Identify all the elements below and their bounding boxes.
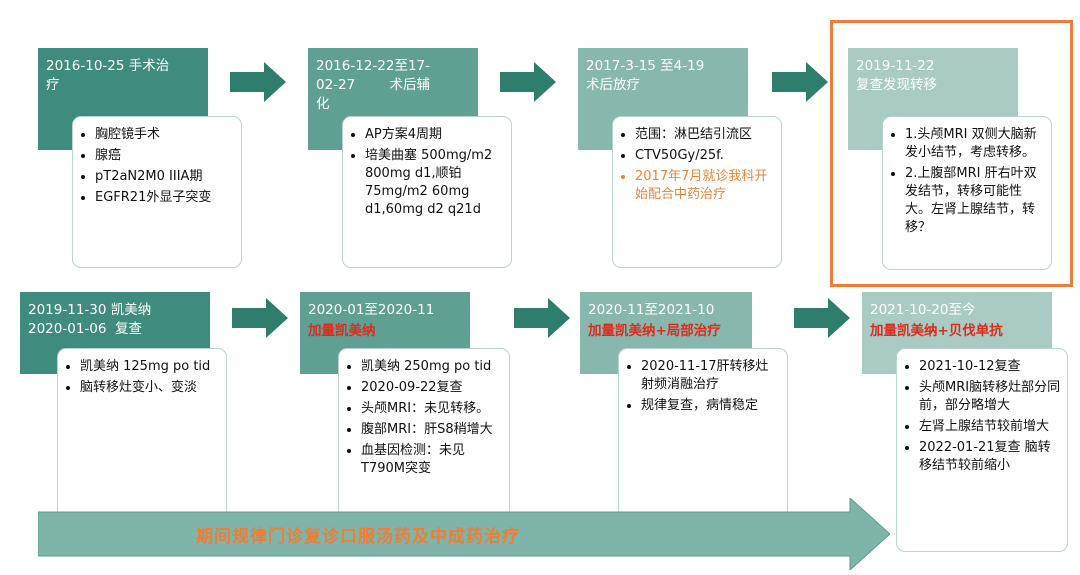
stage-5-title-line2: 2020-01-06 复查 <box>28 321 143 337</box>
stage-2-item: 培美曲塞 500mg/m2 800mg d1,顺铂 75mg/m2 60mg d… <box>365 147 505 219</box>
arrow-right-icon <box>514 298 570 338</box>
stage-8-title: 2021-10-20至今 <box>870 302 976 318</box>
stage-7-treatment: 加量凯美纳+局部治疗 <box>588 323 721 339</box>
stage-8-details: 2021-10-12复查 头颅MRI脑转移灶部分同前，部分略增大 左肾上腺结节较… <box>896 348 1068 552</box>
stage-6-item: 腹部MRI：肝S8稍增大 <box>361 421 503 439</box>
stage-8-item: 2022-01-21复查 脑转移结节较前缩小 <box>919 439 1061 475</box>
stage-8-item: 头颅MRI脑转移灶部分同前，部分略增大 <box>919 379 1061 415</box>
stage-6-item: 凯美纳 250mg po tid <box>361 358 503 376</box>
stage-6-details: 凯美纳 250mg po tid 2020-09-22复查 头颅MRI：未见转移… <box>338 348 510 516</box>
stage-4-title-line2: 复查发现转移 <box>856 77 937 93</box>
stage-3-title-line1: 2017-3-15 至4-19 <box>586 58 705 74</box>
stage-7-title: 2020-11至2021-10 <box>588 302 715 318</box>
banner-arrow-shape <box>38 498 890 570</box>
stage-4-item: 1.头颅MRI 双侧大脑新发小结节，考虑转移。 <box>905 126 1045 162</box>
stage-5-title-line1: 2019-11-30 凯美纳 <box>28 302 152 318</box>
stage-6-item: 2020-09-22复查 <box>361 379 503 397</box>
stage-2-title-line2: 02-27 术后辅 <box>316 77 431 93</box>
stage-7-item: 2020-11-17肝转移灶射频消融治疗 <box>641 358 781 394</box>
stage-2-title-line1: 2016-12-22至17- <box>316 58 431 74</box>
stage-3-item: 范围：淋巴结引流区 <box>635 126 775 144</box>
stage-5-item: 脑转移灶变小、变淡 <box>80 379 220 397</box>
stage-3-item-highlight: 2017年7月就诊我科开始配合中药治疗 <box>635 168 775 204</box>
stage-1-details: 胸腔镜手术 腺癌 pT2aN2M0 IIIA期 EGFR21外显子突变 <box>72 116 242 268</box>
stage-6-title: 2020-01至2020-11 <box>308 302 435 318</box>
arrow-right-icon <box>230 62 286 102</box>
stage-8-item: 2021-10-12复查 <box>919 358 1061 376</box>
arrow-right-icon <box>794 298 850 338</box>
stage-3-item: CTV50Gy/25f. <box>635 147 775 165</box>
stage-6-item: 头颅MRI：未见转移。 <box>361 400 503 418</box>
stage-7-header: 2020-11至2021-10 加量凯美纳+局部治疗 <box>580 292 752 374</box>
arrow-right-icon <box>232 298 288 338</box>
stage-1-title-line1: 2016-10-25 手术治 <box>46 58 170 74</box>
stage-2-title-line3: 化 <box>316 96 330 112</box>
stage-5-details: 凯美纳 125mg po tid 脑转移灶变小、变淡 <box>57 348 227 516</box>
stage-6-treatment: 加量凯美纳 <box>308 323 376 339</box>
arrow-right-icon <box>772 62 828 102</box>
stage-3-title-line2: 术后放疗 <box>586 77 640 93</box>
stage-4-title-line1: 2019-11-22 <box>856 58 935 74</box>
arrow-right-icon <box>500 62 556 102</box>
highlight-frame <box>830 20 1073 287</box>
stage-4-details: 1.头颅MRI 双侧大脑新发小结节，考虑转移。 2.上腹部MRI 肝右叶双发结节… <box>882 116 1052 270</box>
stage-2-details: AP方案4周期 培美曲塞 500mg/m2 800mg d1,顺铂 75mg/m… <box>342 116 512 268</box>
stage-5-item: 凯美纳 125mg po tid <box>80 358 220 376</box>
stage-3-details: 范围：淋巴结引流区 CTV50Gy/25f. 2017年7月就诊我科开始配合中药… <box>612 116 782 268</box>
stage-1-item: 腺癌 <box>95 147 235 165</box>
stage-6-item: 血基因检测：未见T790M突变 <box>361 442 503 478</box>
banner-text: 期间规律门诊复诊口服汤药及中成药治疗 <box>196 527 520 547</box>
stage-1-title-line2: 疗 <box>46 77 60 93</box>
stage-7-item: 规律复查，病情稳定 <box>641 397 781 415</box>
stage-8-treatment: 加量凯美纳+贝伐单抗 <box>870 323 1003 339</box>
bottom-banner: 期间规律门诊复诊口服汤药及中成药治疗 <box>38 498 890 570</box>
stage-1-item: 胸腔镜手术 <box>95 126 235 144</box>
stage-1-item: EGFR21外显子突变 <box>95 189 235 207</box>
stage-7-details: 2020-11-17肝转移灶射频消融治疗 规律复查，病情稳定 <box>618 348 788 516</box>
stage-1-item: pT2aN2M0 IIIA期 <box>95 168 235 186</box>
stage-8-item: 左肾上腺结节较前增大 <box>919 418 1061 436</box>
stage-4-item: 2.上腹部MRI 肝右叶双发结节，转移可能性大。左肾上腺结节，转移？ <box>905 165 1045 237</box>
stage-2-item: AP方案4周期 <box>365 126 505 144</box>
